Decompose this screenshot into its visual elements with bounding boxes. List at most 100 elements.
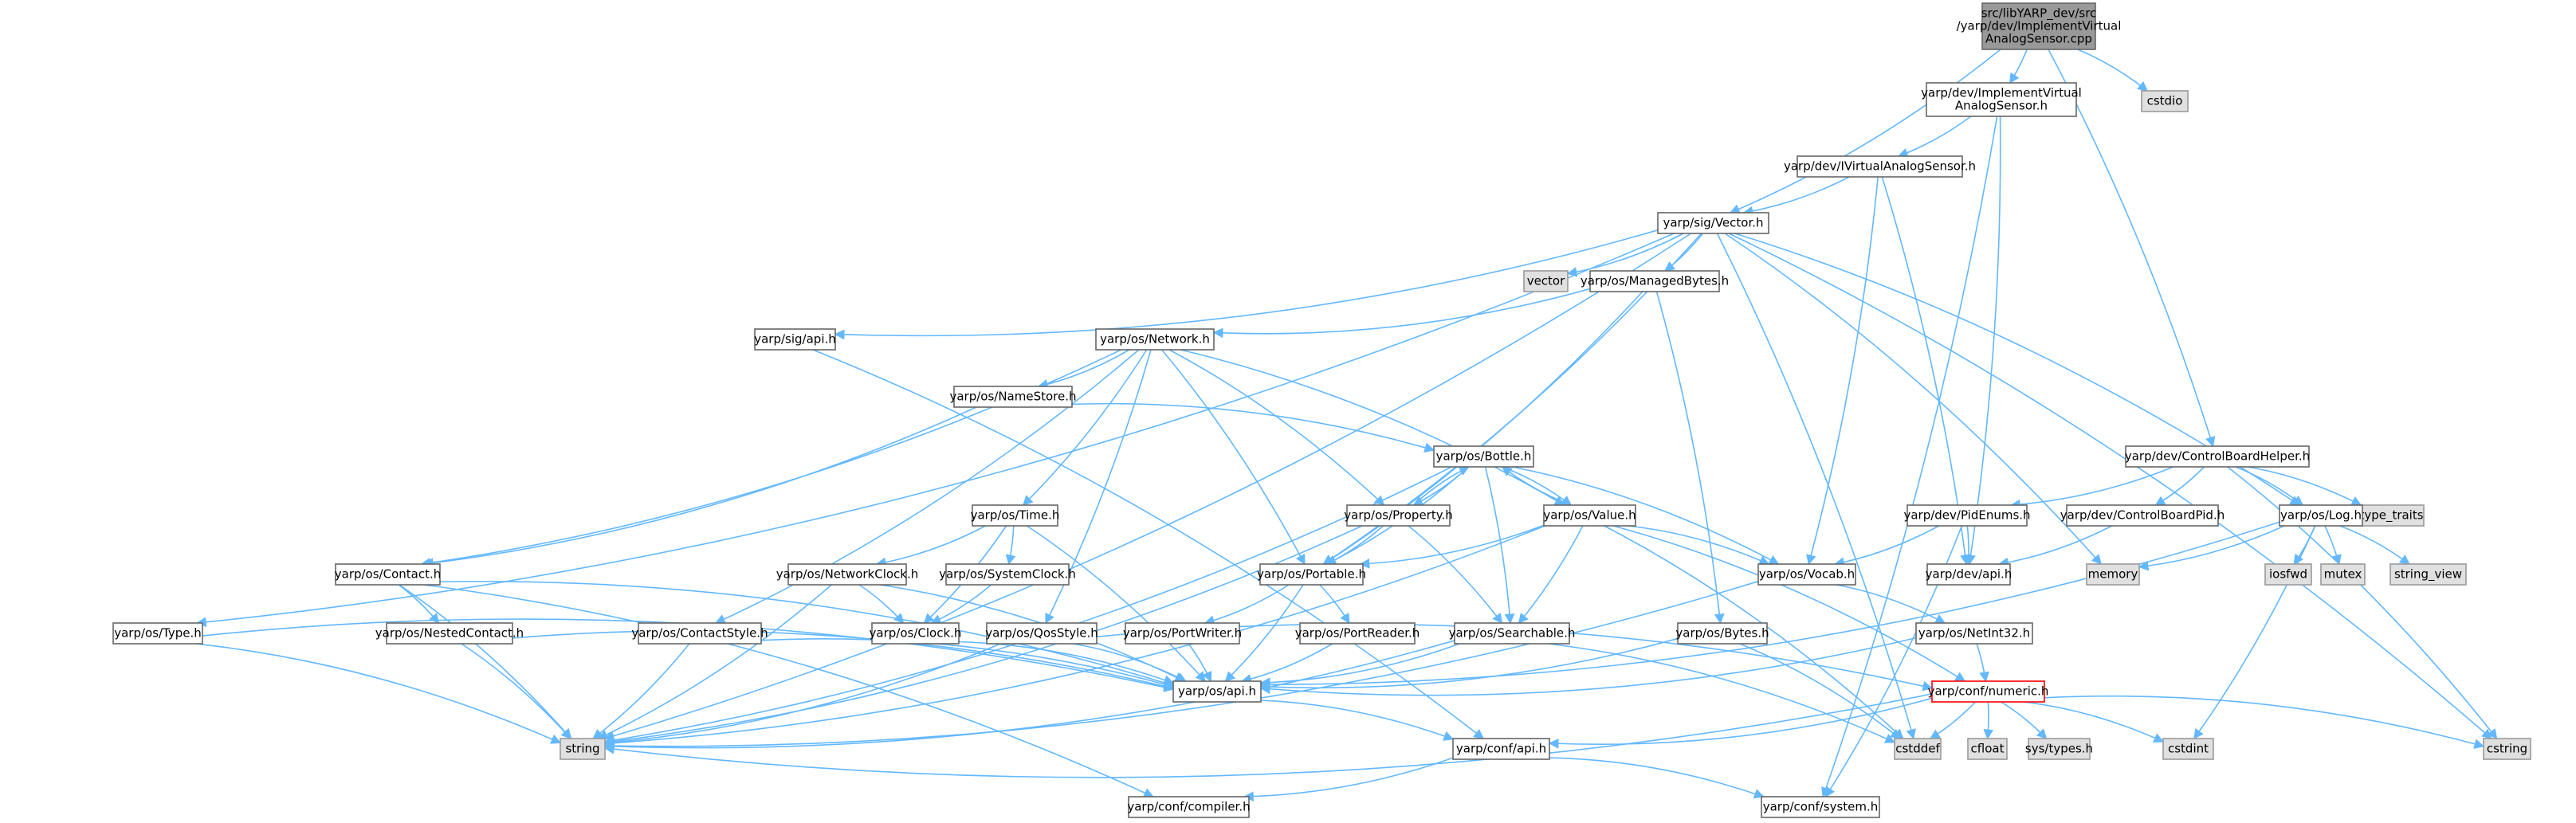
node-label: yarp/sig/Vector.h [1663, 215, 1763, 229]
node-netint32[interactable]: yarp/os/NetInt32.h [1915, 622, 2033, 645]
edge-network-to-contact [420, 349, 1121, 568]
node-label: yarp/dev/ControlBoardHelper.h [2125, 449, 2310, 463]
node-box [638, 622, 762, 645]
node-cstdint[interactable]: cstdint [2162, 738, 2214, 760]
node-label: yarp/conf/compiler.h [1127, 799, 1250, 813]
node-cfloat[interactable]: cfloat [1967, 738, 2008, 760]
edge-network-to-qosstyle [1045, 349, 1152, 625]
node-managedbytes[interactable]: yarp/os/ManagedBytes.h [1581, 270, 1729, 292]
node-label: yarp/os/Network.h [1100, 331, 1210, 346]
node-box [945, 563, 1070, 586]
node-dev_api[interactable]: yarp/dev/api.h [1926, 563, 2012, 586]
node-cstring[interactable]: cstring [2483, 738, 2531, 760]
edge-qosstyle-to-os_api [1073, 643, 1187, 682]
edge-conf_api-to-compiler [1243, 757, 1454, 802]
node-cbhelper[interactable]: yarp/dev/ControlBoardHelper.h [2125, 445, 2310, 468]
node-box [2320, 563, 2366, 586]
node-time[interactable]: yarp/os/Time.h [971, 504, 1060, 527]
node-contact[interactable]: yarp/os/Contact.h [335, 563, 442, 586]
node-label: yarp/conf/numeric.h [1928, 684, 2049, 698]
edge-log-to-cstdint [2193, 525, 2316, 740]
node-conf_api[interactable]: yarp/conf/api.h [1452, 738, 1550, 760]
edge-property-to-string [603, 525, 1363, 747]
node-vector[interactable]: vector [1523, 270, 1569, 292]
node-sig_api[interactable]: yarp/sig/api.h [754, 328, 836, 351]
edges-layer [195, 49, 2498, 802]
node-ivas_h[interactable]: yarp/dev/IVirtualAnalogSensor.h [1784, 155, 1976, 178]
edge-namestore-to-bottle [1071, 402, 1435, 453]
node-systypes[interactable]: sys/types.h [2025, 738, 2093, 760]
node-label: string [565, 741, 599, 755]
edge-value-to-string [603, 525, 1545, 749]
node-searchable[interactable]: yarp/os/Searchable.h [1449, 622, 1576, 645]
node-label: yarp/os/Portable.h [1257, 566, 1366, 581]
node-box [1761, 796, 1880, 818]
node-vector_h[interactable]: yarp/sig/Vector.h [1657, 212, 1769, 234]
node-cstdio[interactable]: cstdio [2141, 90, 2189, 112]
node-cbpid[interactable]: yarp/dev/ControlBoardPid.h [2060, 504, 2225, 527]
node-box [1906, 504, 2028, 527]
node-network[interactable]: yarp/os/Network.h [1095, 328, 1215, 351]
edge-vector_h-to-managedbytes [1664, 233, 1704, 272]
edge-vector_h-to-cstring [1728, 233, 2492, 739]
edge-bytes-to-os_api [1259, 637, 1679, 692]
node-numeric[interactable]: yarp/conf/numeric.h [1928, 680, 2049, 703]
edge-searchable-to-string [603, 640, 1455, 752]
edge-cbhelper-to-type_traits [2248, 466, 2362, 506]
node-string[interactable]: string [560, 738, 606, 760]
node-portreader[interactable]: yarp/os/PortReader.h [1295, 622, 1420, 645]
node-label: yarp/os/Contact.h [335, 566, 442, 581]
node-box [1926, 563, 2011, 586]
node-vocab[interactable]: yarp/os/Vocab.h [1757, 563, 1856, 586]
edge-namestore-to-contact [422, 406, 977, 568]
node-portwriter[interactable]: yarp/os/PortWriter.h [1123, 622, 1242, 645]
node-string_view[interactable]: string_view [2389, 563, 2467, 586]
node-iosfwd[interactable]: iosfwd [2264, 563, 2312, 586]
node-label: cstring [2487, 741, 2527, 755]
node-box [953, 386, 1073, 408]
edge-managedbytes-to-network [1212, 288, 1591, 339]
node-netclock[interactable]: yarp/os/NetworkClock.h [776, 563, 919, 586]
edge-cbhelper-to-log [2235, 466, 2304, 506]
edge-netclock-to-string [597, 584, 832, 739]
node-bytes[interactable]: yarp/os/Bytes.h [1675, 622, 1769, 645]
node-contactstyle[interactable]: yarp/os/ContactStyle.h [631, 622, 768, 645]
node-clock[interactable]: yarp/os/Clock.h [870, 622, 962, 645]
node-system[interactable]: yarp/conf/system.h [1761, 796, 1880, 818]
node-namestore[interactable]: yarp/os/NameStore.h [949, 386, 1077, 408]
edge-portable-to-portreader [1319, 584, 1350, 625]
node-type_h[interactable]: yarp/os/Type.h [112, 622, 203, 645]
node-label: yarp/os/NameStore.h [949, 389, 1076, 403]
edge-numeric-to-systypes [2001, 701, 2048, 739]
node-box [1657, 212, 1769, 234]
node-value[interactable]: yarp/os/Value.h [1543, 504, 1636, 527]
node-label: yarp/os/NetworkClock.h [776, 566, 919, 581]
edge-sysclock-to-clock [930, 584, 992, 625]
node-box [1454, 622, 1570, 645]
node-box [1926, 82, 2077, 117]
node-nested[interactable]: yarp/os/NestedContact.h [375, 622, 524, 645]
node-box [871, 622, 960, 645]
node-sysclock[interactable]: yarp/os/SystemClock.h [939, 563, 1076, 586]
node-pidenums[interactable]: yarp/dev/PidEnums.h [1903, 504, 2031, 527]
edge-contact-to-compiler [423, 584, 1154, 798]
node-compiler[interactable]: yarp/conf/compiler.h [1127, 796, 1251, 818]
node-qosstyle[interactable]: yarp/os/QosStyle.h [985, 622, 1098, 645]
node-box [1259, 563, 1364, 586]
node-property[interactable]: yarp/os/Property.h [1344, 504, 1453, 527]
node-cstddef[interactable]: cstddef [1894, 738, 1942, 760]
node-portable[interactable]: yarp/os/Portable.h [1257, 563, 1366, 586]
node-memory[interactable]: memory [2086, 563, 2140, 586]
node-root[interactable]: src/libYARP_dev/src/yarp/dev/ImplementVi… [1957, 2, 2122, 50]
edge-value-to-vocab [1628, 525, 1770, 566]
edge-value-to-bottle [1501, 466, 1572, 506]
edge-bottle-to-vocab [1511, 466, 1780, 565]
node-log[interactable]: yarp/os/Log.h [2279, 504, 2363, 527]
node-os_api[interactable]: yarp/os/api.h [1172, 680, 1262, 703]
node-label: cstdio [2147, 93, 2183, 108]
node-type_traits[interactable]: type_traits [2358, 504, 2425, 527]
edge-value-to-cstddef [1604, 525, 1904, 739]
node-mutex[interactable]: mutex [2320, 563, 2366, 586]
node-bottle[interactable]: yarp/os/Bottle.h [1433, 445, 1534, 468]
